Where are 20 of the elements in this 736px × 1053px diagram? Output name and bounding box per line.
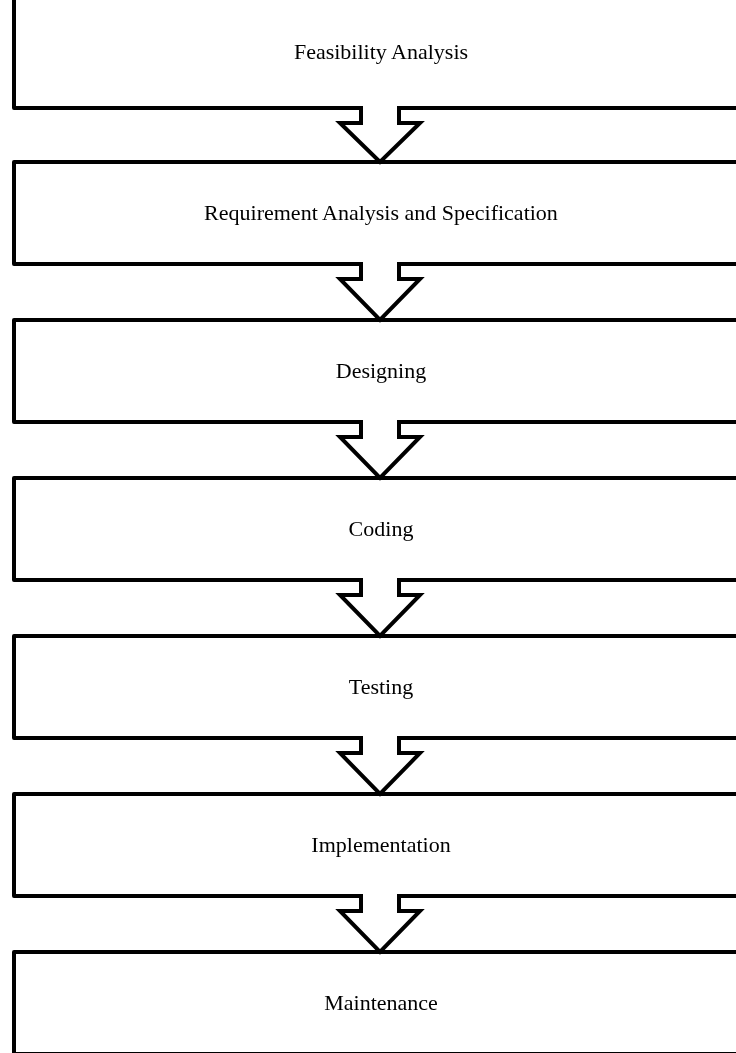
step-label: Implementation xyxy=(310,832,452,858)
block-arrow xyxy=(335,104,425,165)
process-box xyxy=(12,634,736,740)
block-arrow xyxy=(335,418,425,481)
block-arrow xyxy=(335,576,425,639)
step-label: Designing xyxy=(334,358,428,384)
step-label: Feasibility Analysis xyxy=(292,39,470,65)
process-box xyxy=(12,318,736,424)
step-label: Coding xyxy=(347,516,415,542)
process-box xyxy=(12,792,736,898)
step-label: Requirement Analysis and Specification xyxy=(203,200,559,226)
step-label: Testing xyxy=(347,674,415,700)
process-box xyxy=(12,476,736,582)
block-arrow xyxy=(335,260,425,323)
process-box xyxy=(12,160,736,266)
process-box xyxy=(12,0,736,110)
block-arrow xyxy=(335,892,425,955)
block-arrow xyxy=(335,734,425,797)
step-label: Maintenance xyxy=(323,990,439,1016)
process-box xyxy=(12,950,736,1053)
